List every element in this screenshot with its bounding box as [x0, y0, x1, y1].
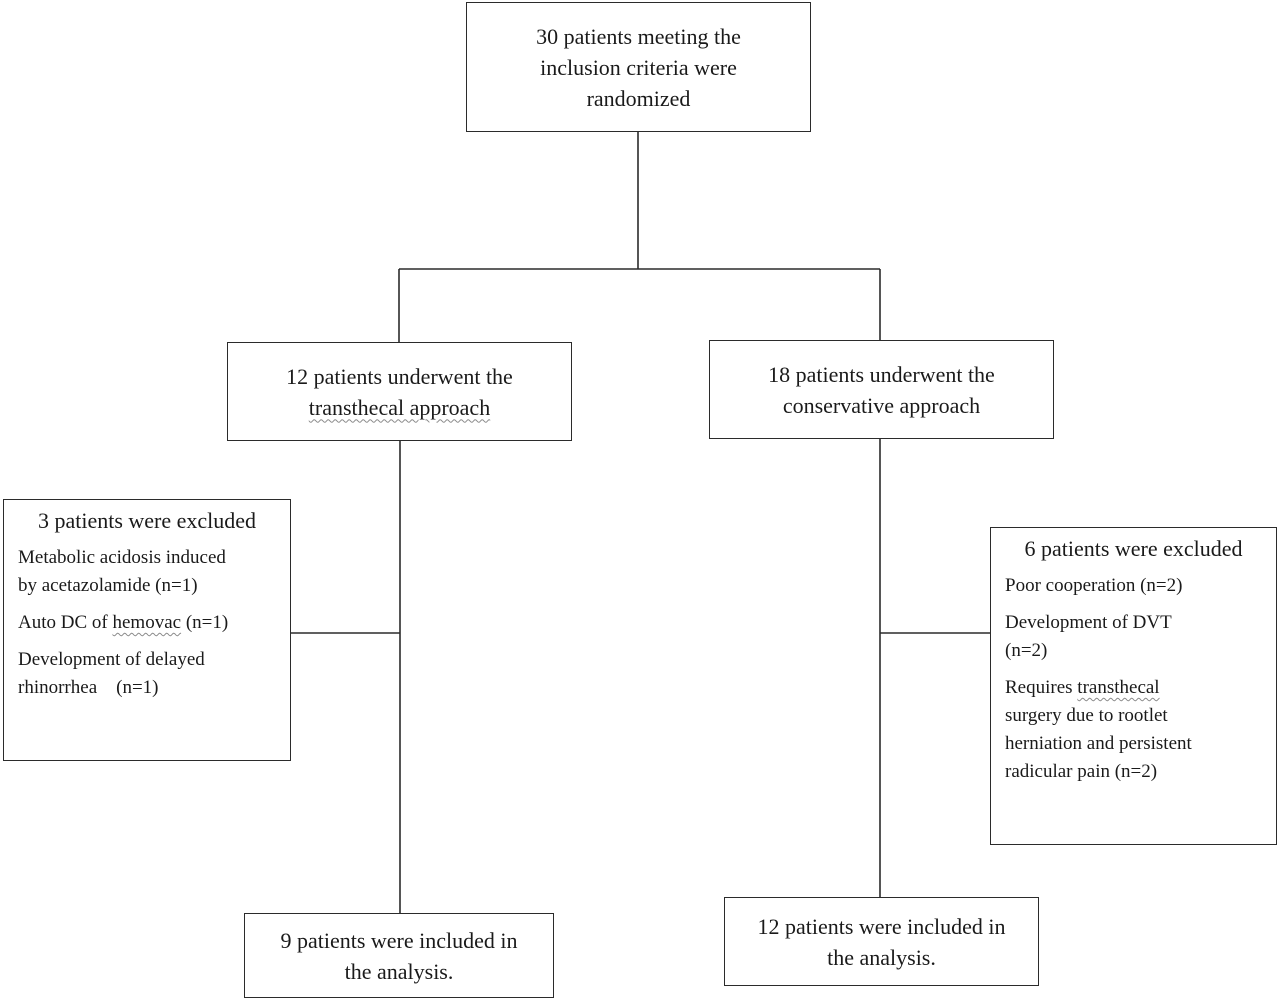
exclusion-reason-line: herniation and persistent — [1005, 733, 1192, 754]
transthecal-arm-box: 12 patients underwent the transthecal ap… — [227, 342, 572, 441]
conservative-arm-text-line: conservative approach — [782, 392, 981, 418]
exclusion-reason-prefix: Auto DC of — [18, 612, 113, 633]
exclusion-reason-line: Metabolic acidosis induced — [18, 547, 226, 568]
exclusion-reason-line: by acetazolamide (n=1) — [18, 575, 198, 596]
exclusion-reason-line: surgery due to rootlet — [1005, 705, 1168, 726]
conservative-arm-text-line: 18 patients underwent the — [768, 361, 995, 387]
right-exclusion-box: 6 patients were excluded Poor cooperatio… — [990, 527, 1277, 845]
exclusion-reason-term: transthecal — [1077, 677, 1160, 698]
left-exclusion-title: 3 patients were excluded — [37, 508, 257, 533]
exclusion-reason: Development of DVT (n=2) — [1005, 609, 1262, 665]
right-analysis-text-line: 12 patients were included in — [757, 913, 1006, 939]
exclusion-reason: Development of delayed rhinorrhea (n=1) — [18, 646, 276, 702]
exclusion-reason: Poor cooperation (n=2) — [1005, 572, 1262, 600]
exclusion-reason-line: Poor cooperation (n=2) — [1005, 575, 1183, 596]
exclusion-reason-line: Development of delayed — [18, 649, 205, 670]
exclusion-reason-line: Auto DC of hemovac (n=1) — [18, 609, 276, 637]
transthecal-arm-text-line: 12 patients underwent the — [286, 363, 513, 389]
right-analysis-box: 12 patients were included in the analysi… — [724, 897, 1039, 986]
transthecal-arm-text-line: transthecal approach — [308, 394, 491, 420]
exclusion-reason-line: rhinorrhea (n=1) — [18, 677, 159, 698]
randomized-text-line: randomized — [586, 85, 691, 111]
exclusion-reason-line: radicular pain (n=2) — [1005, 761, 1158, 782]
left-analysis-box: 9 patients were included in the analysis… — [244, 913, 554, 998]
right-analysis-text-line: the analysis. — [827, 944, 936, 970]
exclusion-reason: Metabolic acidosis induced by acetazolam… — [18, 544, 276, 600]
exclusion-reason: Auto DC of hemovac (n=1) — [18, 609, 276, 637]
randomized-box: 30 patients meeting the inclusion criter… — [466, 2, 811, 132]
randomized-text-line: 30 patients meeting the — [536, 23, 741, 49]
right-exclusion-title: 6 patients were excluded — [1024, 536, 1243, 561]
exclusion-reason: Requires transthecal surgery due to root… — [1005, 674, 1262, 786]
left-analysis-text-line: the analysis. — [344, 958, 454, 984]
exclusion-reason-line: (n=2) — [1005, 640, 1048, 661]
randomized-text-line: inclusion criteria were — [540, 54, 737, 80]
exclusion-reason-prefix: Requires — [1005, 677, 1078, 698]
conservative-arm-box: 18 patients underwent the conservative a… — [709, 340, 1054, 439]
exclusion-reason-line: Requires transthecal — [1005, 674, 1262, 702]
exclusion-reason-term: hemovac — [112, 612, 182, 633]
exclusion-reason-line: Development of DVT — [1005, 612, 1172, 633]
left-exclusion-box: 3 patients were excluded Metabolic acido… — [3, 499, 291, 761]
exclusion-reason-suffix: (n=1) — [181, 612, 229, 633]
left-analysis-text-line: 9 patients were included in — [280, 927, 518, 953]
